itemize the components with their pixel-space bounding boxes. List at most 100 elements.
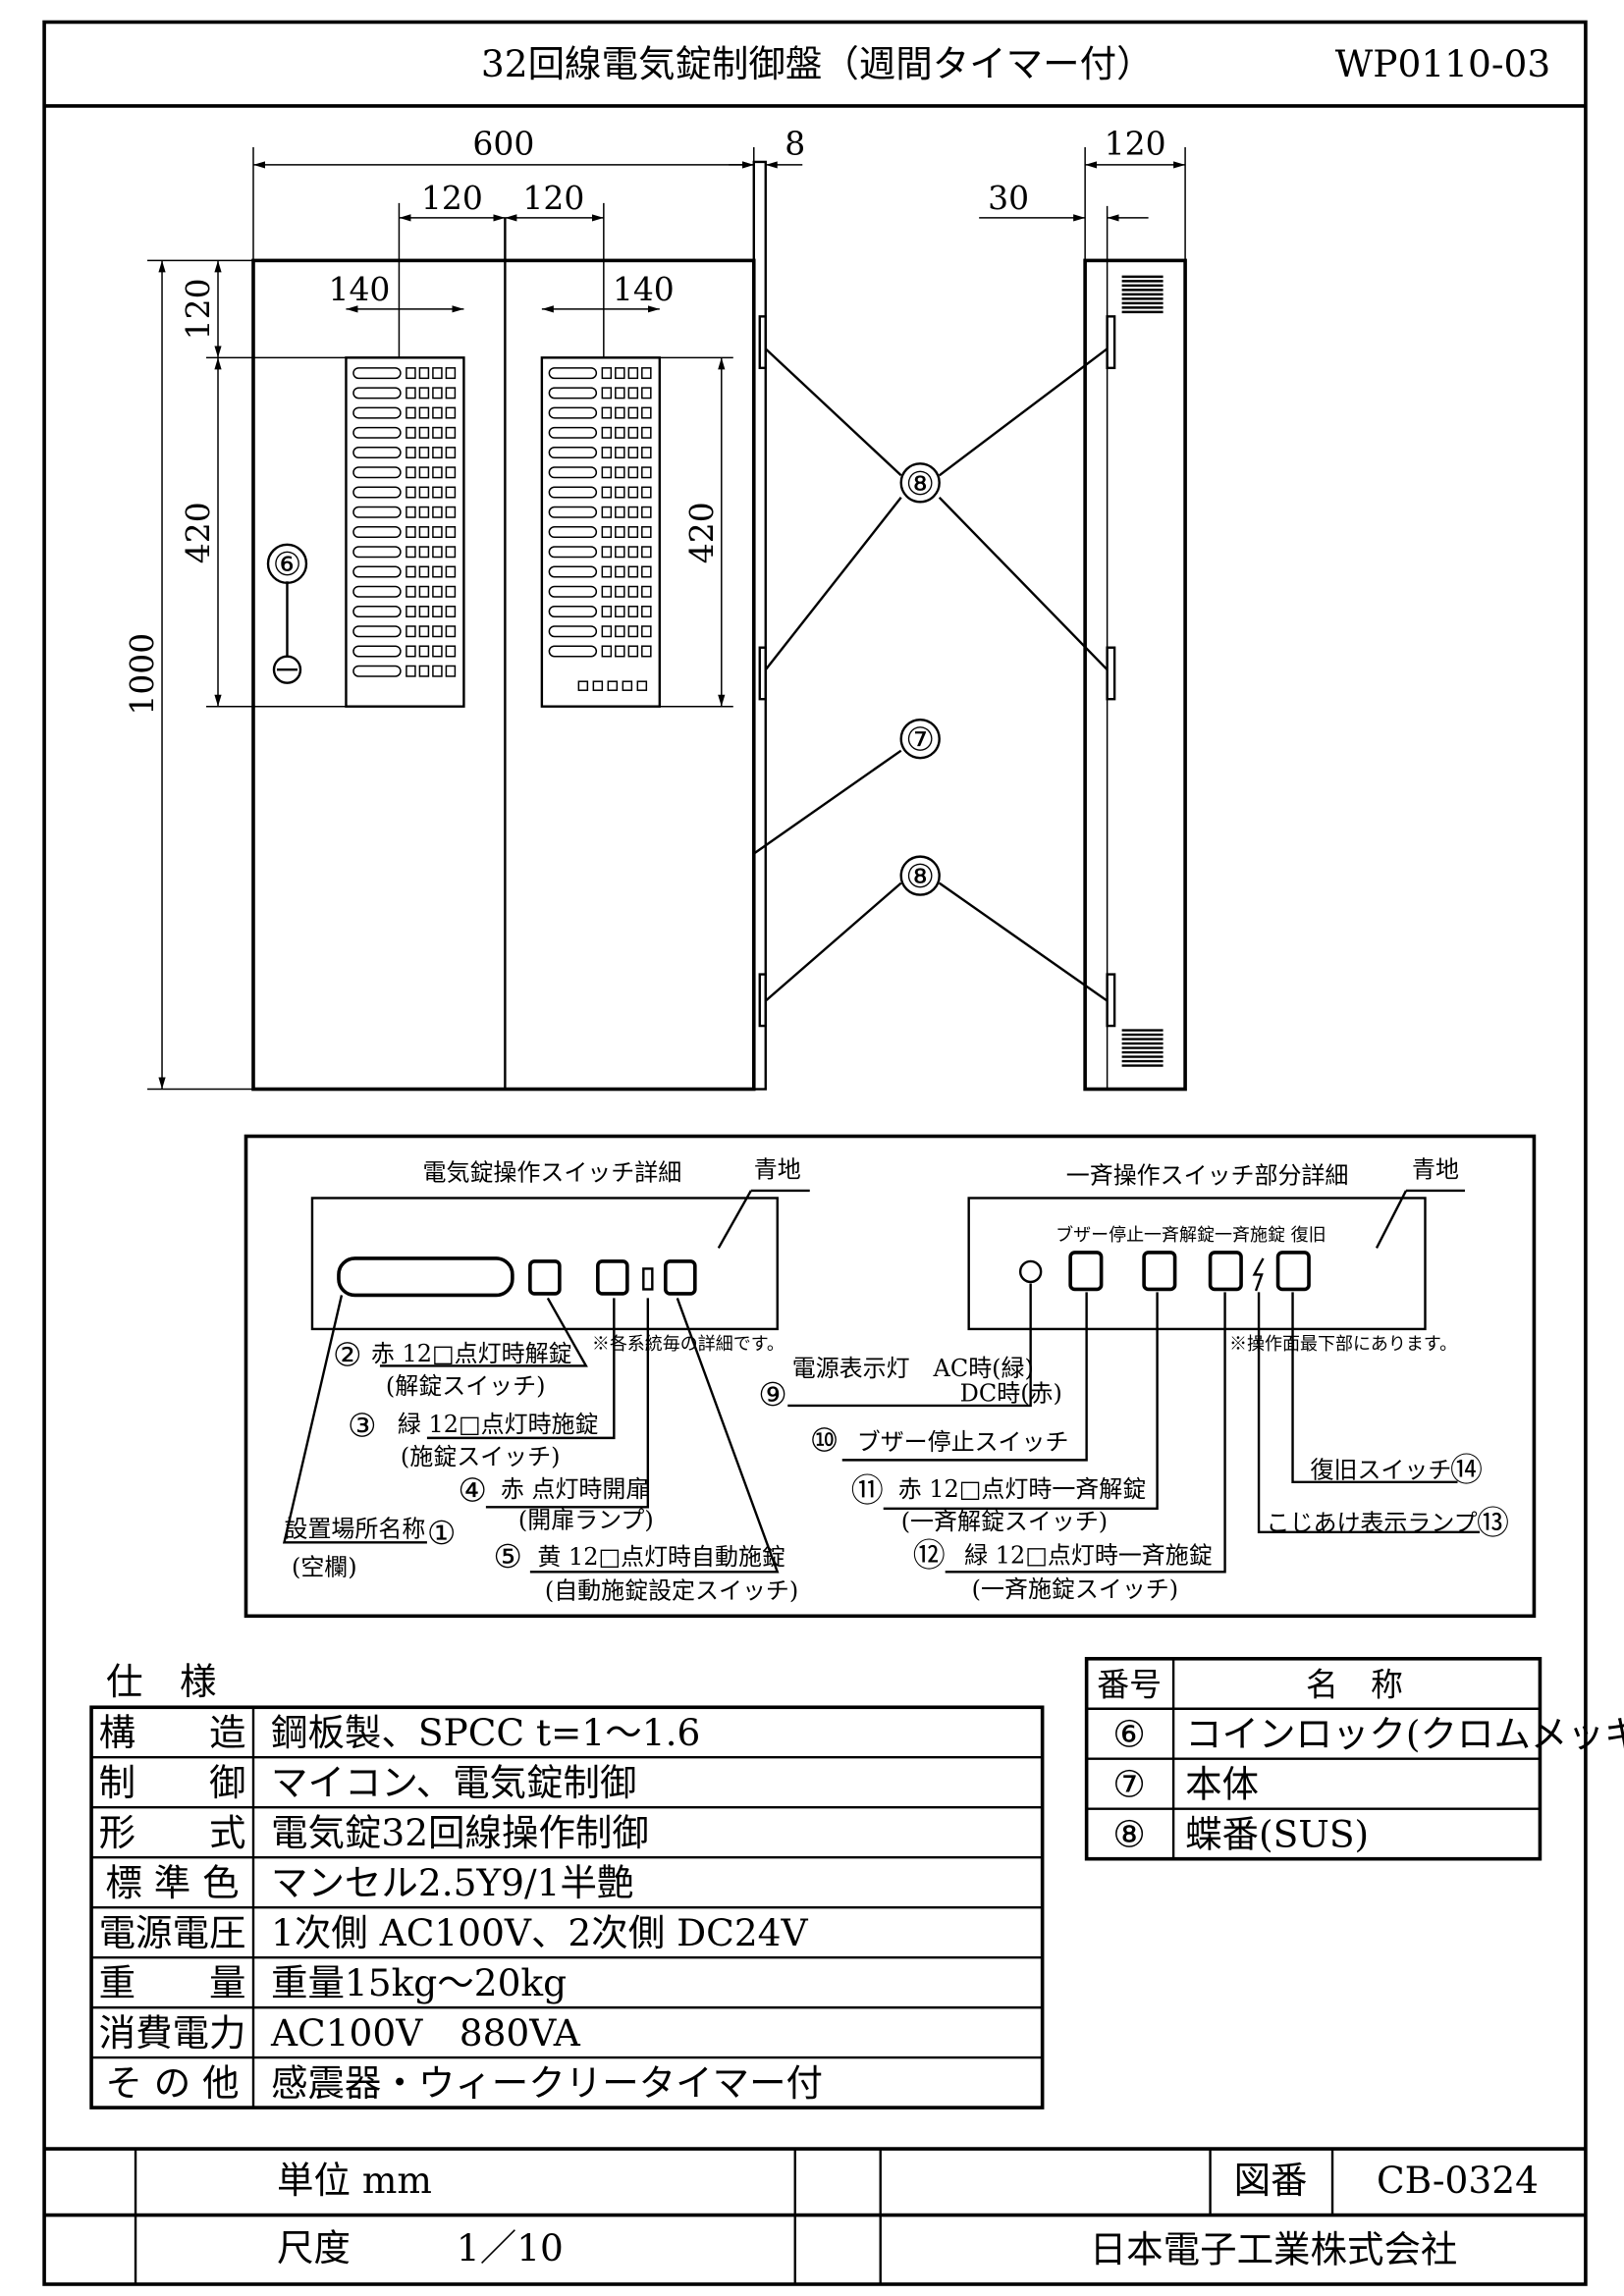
front-view: ⑥ <box>251 217 756 1092</box>
item-4-sub: (開扉ランプ) <box>518 1506 654 1533</box>
indicator-lamp <box>601 625 613 638</box>
item-5-num: ⑤ <box>493 1537 522 1575</box>
part-number: ⑧ <box>1112 1813 1146 1856</box>
switch-slot <box>548 466 598 479</box>
indicator-lamp <box>418 625 430 638</box>
spec-value: AC100V 880VA <box>270 2011 581 2055</box>
model-number: WP0110-03 <box>1335 42 1550 85</box>
indicator-lamp <box>406 387 416 400</box>
callout-hinge-top: ⑧ <box>905 464 935 503</box>
spec-value: 感震器・ウィークリータイマー付 <box>271 2061 823 2105</box>
indicator-lamp <box>627 387 639 400</box>
indicator-lamp <box>592 680 604 691</box>
indicator-lamp <box>641 546 652 559</box>
callout-hinge-bottom: ⑧ <box>905 857 935 895</box>
dim-window-height-left: 420 <box>179 502 217 563</box>
indicator-lamp <box>418 387 430 400</box>
indicator-lamp <box>418 466 430 479</box>
company-name: 日本電子工業株式会社 <box>1090 2228 1458 2271</box>
sheet-border <box>42 20 1588 2286</box>
indicator-lamp <box>432 466 443 479</box>
spec-value: マンセル2.5Y9/1半艶 <box>271 1861 633 1904</box>
indicator-lamp <box>418 605 430 617</box>
indicator-lamp <box>432 526 443 539</box>
detail-right-title: 一斉操作スイッチ部分詳細 <box>1066 1161 1349 1189</box>
part-name: コインロック(クロムメッキ) <box>1185 1713 1624 1756</box>
indicator-lamp <box>406 605 416 617</box>
indicator-lamp <box>445 367 457 380</box>
indicator-lamp <box>601 546 613 559</box>
dim-half-left: 120 <box>421 179 483 217</box>
power-lamp-icon <box>1018 1259 1043 1284</box>
indicator-lamp <box>432 426 443 439</box>
indicator-lamp <box>615 645 625 658</box>
dim-gap: 8 <box>785 124 805 162</box>
spec-label: 消費電力 <box>99 2011 246 2055</box>
indicator-lamp <box>418 585 430 598</box>
switch-slot <box>548 605 598 617</box>
indicator-lamp <box>627 486 639 499</box>
switch-slot <box>352 585 402 598</box>
indicator-lamp <box>641 466 652 479</box>
indicator-lamp <box>445 546 457 559</box>
indicator-lamp <box>432 546 443 559</box>
all-unlock-switch <box>1142 1251 1177 1292</box>
part-number: ⑦ <box>1112 1763 1146 1806</box>
indicator-lamp <box>615 447 625 459</box>
indicator-lamp <box>641 565 652 578</box>
indicator-lamp <box>432 447 443 459</box>
indicator-lamp <box>601 367 613 380</box>
spec-heading: 仕 様 <box>106 1660 216 1703</box>
dim-depth: 120 <box>1105 124 1166 162</box>
indicator-lamp <box>432 565 443 578</box>
spec-value: マイコン、電気錠制御 <box>271 1761 636 1804</box>
callout-coin-lock: ⑥ <box>273 545 302 583</box>
indicator-lamp <box>418 546 430 559</box>
dim-top: 120 <box>179 278 217 340</box>
item-10-text: ブザー停止スイッチ <box>857 1428 1069 1456</box>
switch-slot <box>352 526 402 539</box>
indicator-lamp <box>445 426 457 439</box>
item-1-num: ① <box>427 1514 457 1552</box>
switch-slot <box>352 387 402 400</box>
indicator-lamp <box>601 605 613 617</box>
indicator-lamp <box>641 526 652 539</box>
indicator-lamp <box>418 367 430 380</box>
indicator-lamp <box>432 645 443 658</box>
indicator-lamp <box>622 680 633 691</box>
spec-value: 重量15kg～20kg <box>271 1961 567 2004</box>
item-3-sub: (施錠スイッチ) <box>401 1443 561 1470</box>
switch-slot <box>352 645 402 658</box>
detail-left-title: 電気錠操作スイッチ詳細 <box>423 1158 682 1186</box>
indicator-lamp <box>445 506 457 518</box>
indicator-lamp <box>615 387 625 400</box>
indicator-lamp <box>445 466 457 479</box>
switch-detail-right: 一斉操作スイッチ部分詳細 青地 ブザー停止一斉解錠一斉施錠 復旧 ※操作面最下部… <box>758 1155 1509 1602</box>
indicator-lamp <box>627 526 639 539</box>
drawing-title: 32回線電気錠制御盤（週間タイマー付） <box>481 42 1154 85</box>
parts-header-name: 名 称 <box>1306 1665 1403 1703</box>
indicator-lamp <box>627 625 639 638</box>
indicator-lamp <box>627 367 639 380</box>
lock-switch <box>596 1259 629 1296</box>
indicator-lamp <box>406 506 416 518</box>
part-name: 蝶番(SUS) <box>1185 1813 1369 1856</box>
indicator-lamp <box>406 625 416 638</box>
indicator-lamp <box>445 625 457 638</box>
parts-header-number: 番号 <box>1097 1665 1162 1703</box>
dim-window-height-right: 420 <box>682 502 721 563</box>
indicator-lamp <box>406 447 416 459</box>
indicator-lamp <box>601 565 613 578</box>
indicator-lamp <box>615 526 625 539</box>
indicator-lamp <box>627 585 639 598</box>
item-12-sub: (一斉施錠スイッチ) <box>972 1575 1178 1603</box>
tamper-lamp-icon <box>1252 1257 1265 1292</box>
item-14-text: 復旧スイッチ <box>1311 1456 1452 1483</box>
indicator-lamp <box>445 585 457 598</box>
spec-label: 重 量 <box>99 1961 246 2004</box>
indicator-lamp <box>615 486 625 499</box>
indicator-lamp <box>641 426 652 439</box>
switch-slot <box>352 426 402 439</box>
indicator-lamp <box>445 645 457 658</box>
